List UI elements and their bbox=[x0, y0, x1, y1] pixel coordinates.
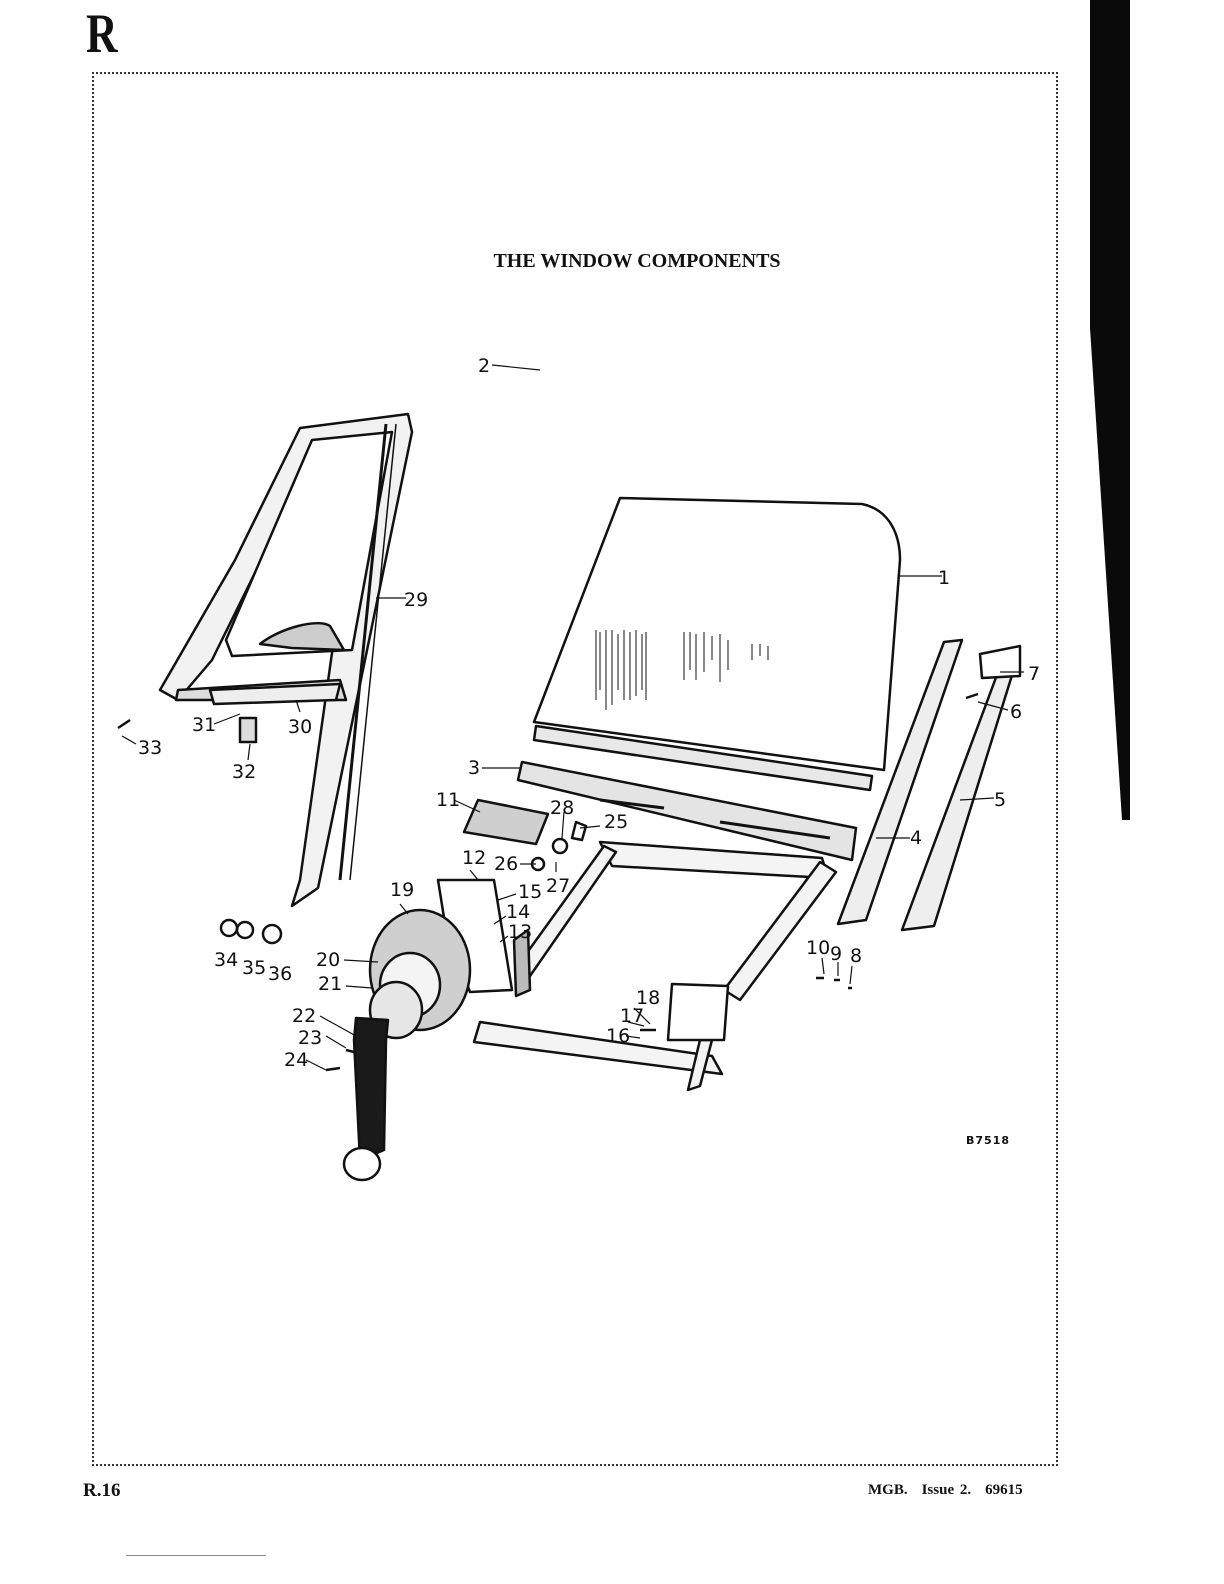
callout-26: 26 bbox=[494, 853, 518, 875]
callout-9: 9 bbox=[830, 943, 842, 965]
page-number: R.16 bbox=[83, 1480, 120, 1502]
callout-28: 28 bbox=[550, 797, 574, 819]
felt-pad bbox=[464, 800, 548, 844]
figure-reference-code: B7518 bbox=[966, 1134, 1010, 1147]
callout-23: 23 bbox=[298, 1027, 322, 1049]
washer-34 bbox=[221, 920, 237, 936]
callout-32: 32 bbox=[232, 761, 256, 783]
callout-34: 34 bbox=[214, 949, 238, 971]
callout-22: 22 bbox=[292, 1005, 316, 1027]
callout-10: 10 bbox=[806, 937, 830, 959]
callout-25: 25 bbox=[604, 811, 628, 833]
callout-7: 7 bbox=[1028, 663, 1040, 685]
callout-6: 6 bbox=[1010, 701, 1022, 723]
callout-2: 2 bbox=[478, 355, 490, 377]
footer-issue: Issue 2. bbox=[922, 1482, 972, 1498]
callout-30: 30 bbox=[288, 716, 312, 738]
callout-13: 13 bbox=[508, 921, 532, 943]
callout-29: 29 bbox=[404, 589, 428, 611]
callout-14: 14 bbox=[506, 901, 530, 923]
door-glass bbox=[534, 498, 900, 770]
footer-issue-info: MGB. Issue 2. 69615 bbox=[868, 1482, 1037, 1499]
footer-code: 69615 bbox=[985, 1482, 1023, 1498]
callout-4: 4 bbox=[910, 827, 922, 849]
callout-36: 36 bbox=[268, 963, 292, 985]
callout-18: 18 bbox=[636, 987, 660, 1009]
callout-24: 24 bbox=[284, 1049, 308, 1071]
callout-1: 1 bbox=[938, 567, 950, 589]
window-handle bbox=[354, 1018, 388, 1160]
quarter-light-frame bbox=[160, 414, 412, 906]
callout-8: 8 bbox=[850, 945, 862, 967]
callout-31: 31 bbox=[192, 714, 216, 736]
callout-20: 20 bbox=[316, 949, 340, 971]
callout-33: 33 bbox=[138, 737, 162, 759]
callout-35: 35 bbox=[242, 957, 266, 979]
callout-15: 15 bbox=[518, 881, 542, 903]
callout-11: 11 bbox=[436, 789, 460, 811]
callout-5: 5 bbox=[994, 789, 1006, 811]
callout-12: 12 bbox=[462, 847, 486, 869]
footer-rule bbox=[126, 1555, 266, 1556]
callout-16: 16 bbox=[606, 1025, 630, 1047]
callout-3: 3 bbox=[468, 757, 480, 779]
footer-model: MGB. bbox=[868, 1482, 908, 1498]
callout-19: 19 bbox=[390, 879, 414, 901]
callout-21: 21 bbox=[318, 973, 342, 995]
callout-27: 27 bbox=[546, 875, 570, 897]
